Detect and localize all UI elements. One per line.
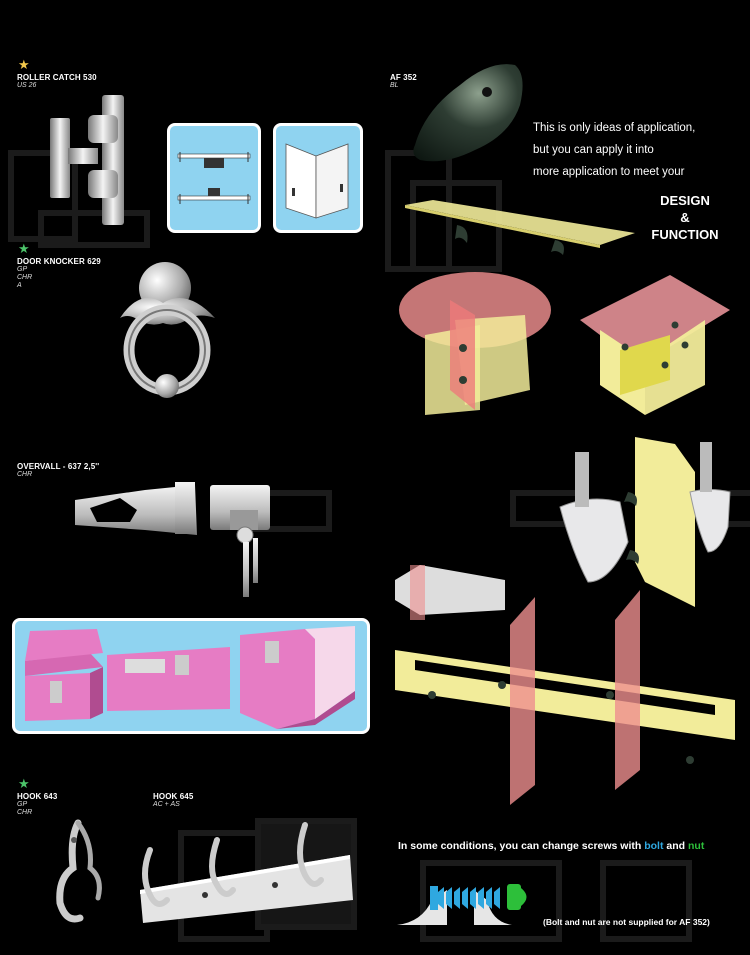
af352-title: AF 352 <box>390 73 417 82</box>
af352-code: BL <box>390 82 399 89</box>
af352-bracket-image <box>413 64 523 162</box>
divider-illustration <box>395 565 735 805</box>
star-icon: ★ <box>18 776 30 791</box>
ideas-line: more application to meet your <box>533 166 685 178</box>
door-knocker-code: A <box>17 282 22 289</box>
bolt-nut-note: In some conditions, you can change screw… <box>398 840 704 852</box>
bolt-footnote: (Bolt and nut are not supplied for AF 35… <box>543 917 710 927</box>
function-word: FUNCTION <box>651 227 719 242</box>
hook643-image <box>56 819 102 923</box>
bolt-note-prefix: In some conditions, you can change screw… <box>398 840 645 852</box>
hook643-title: HOOK 643 <box>17 792 58 801</box>
door-knocker-image <box>120 262 215 398</box>
star-icon: ★ <box>18 241 30 256</box>
door-knocker-title: DOOR KNOCKER 629 <box>17 257 101 266</box>
bolt-nut-illustration <box>397 884 527 925</box>
overvall-code: CHR <box>17 471 33 478</box>
decor-frame <box>420 860 562 942</box>
hook645-code: AC + AS <box>153 801 180 808</box>
door-knocker-code: CHR <box>17 274 33 281</box>
square-table-illustration <box>580 275 730 415</box>
shelf-illustration <box>405 200 635 255</box>
hook643-code: GP <box>17 801 28 808</box>
bolt-note-and: and <box>663 840 688 852</box>
ideas-text: This is only ideas of application, but y… <box>533 117 743 183</box>
round-table-illustration <box>399 272 551 415</box>
hasp-image <box>75 482 270 597</box>
door-knocker-code: GP <box>17 266 28 273</box>
design-word: DESIGN <box>660 193 710 208</box>
hook645-title: HOOK 645 <box>153 792 194 801</box>
overvall-title: OVERVALL - 637 2,5'' <box>17 462 100 471</box>
roller-catch-code: US 26 <box>17 82 37 89</box>
star-icon: ★ <box>18 57 30 72</box>
decor-frame <box>600 860 692 942</box>
cabinet-door-panel <box>273 123 363 233</box>
roller-catch-image <box>50 95 124 225</box>
design-function-heading: DESIGN & FUNCTION <box>640 192 730 243</box>
hook645-image <box>140 822 353 923</box>
bolt-word: bolt <box>644 840 664 852</box>
decor-frame <box>38 210 150 248</box>
ideas-line: This is only ideas of application, <box>533 122 696 134</box>
hook643-code: CHR <box>17 809 33 816</box>
nut-word: nut <box>688 840 705 852</box>
cabinet-top-view-panel <box>167 123 261 233</box>
ampersand: & <box>680 210 690 225</box>
urinal-partition-illustration <box>559 437 731 607</box>
ideas-line: but you can apply it into <box>533 144 654 156</box>
pink-box-panel <box>12 618 370 734</box>
roller-catch-title: ROLLER CATCH 530 <box>17 73 97 82</box>
